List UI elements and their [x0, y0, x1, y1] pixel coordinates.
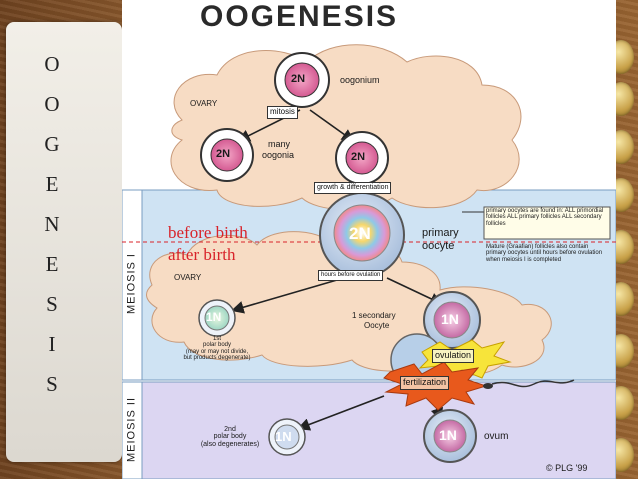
mitosis-label: mitosis: [267, 106, 298, 119]
second-polar-body-label: 2nd polar body (also degenerates): [190, 426, 270, 448]
sperm-head: [483, 383, 493, 389]
vertical-title: O O G E N E S I S: [6, 44, 98, 404]
ovulation-label: ovulation: [432, 349, 475, 363]
cell-ploidy-label: 1N: [206, 310, 222, 324]
first-polar-line-2: polar body: [202, 342, 232, 349]
meiosis-1-label: MEIOSIS I: [125, 253, 138, 314]
meiosis-2-label: MEIOSIS II: [125, 397, 138, 463]
oogonium-nucleus: [284, 62, 320, 98]
ovum-label: ovum: [484, 431, 509, 442]
second-polar-body-nucleus: [274, 424, 300, 450]
many-oogonia-label-1: many: [268, 139, 291, 149]
ovary-label-top: OVARY: [190, 99, 218, 108]
meiosis-2-band: [122, 381, 616, 479]
title-letter: N: [44, 212, 60, 236]
diagram-title: OOGENESIS: [200, 0, 399, 33]
second-polar-line-1: 2nd: [224, 426, 236, 433]
title-letter: O: [44, 92, 60, 116]
diagram-slide: OOGENESIS 2N oogonium OVARY mitosis 2N 2…: [122, 0, 616, 479]
title-letter: G: [44, 132, 60, 156]
secondary-oocyte-nucleus: [433, 301, 471, 339]
second-polar-line-2: polar body: [213, 433, 247, 441]
title-letter: S: [46, 292, 58, 316]
first-polar-body-label: 1st polar body (may or may not divide, b…: [152, 336, 282, 361]
primary-oocyte-label-2: oocyte: [422, 240, 455, 252]
copyright-label: © PLG '99: [546, 463, 588, 473]
primary-note-box: [483, 206, 611, 240]
ovary-label-bottom: OVARY: [174, 273, 202, 282]
first-polar-body-nucleus: [204, 305, 230, 331]
meiosis-2-label-strip: [122, 381, 143, 479]
meiosis-1-label-strip: [122, 189, 143, 381]
cell-ploidy-label: 2N: [351, 151, 366, 163]
second-polar-line-3: (also degenerates): [200, 440, 260, 448]
title-letter: O: [44, 52, 60, 76]
cell-ploidy-label: 2N: [349, 224, 371, 243]
oogonium-label: oogonium: [340, 75, 380, 85]
arrow: [386, 277, 443, 305]
first-polar-line-3: (may or may not divide,: [185, 348, 249, 355]
oogonia-nucleus: [345, 141, 379, 175]
growth-label: growth & differentiation: [314, 182, 392, 194]
first-polar-line-4: but products degenerate): [183, 354, 251, 361]
first-polar-line-1: 1st: [212, 336, 221, 342]
oogenesis-diagram: [122, 44, 616, 479]
hours-before-label: hours before ovulation: [318, 270, 384, 281]
primary-note: primary oocytes are found in: ALL primor…: [486, 208, 604, 227]
cell-ploidy-label: 1N: [439, 427, 457, 443]
arrow: [309, 109, 355, 142]
arrow: [230, 279, 338, 314]
after-birth-label: after birth: [168, 245, 236, 264]
ovum-nucleus: [433, 419, 467, 453]
title-letter: E: [45, 252, 59, 276]
oogonia-nucleus: [210, 138, 244, 172]
title-letter: E: [45, 172, 59, 196]
secondary-oocyte-label-2: Oocyte: [364, 321, 390, 330]
fertilization-label: fertilization: [400, 376, 450, 390]
cell-ploidy-label: 2N: [216, 148, 231, 160]
cell-ploidy-label: 1N: [275, 429, 292, 444]
cell-ploidy-label: 1N: [441, 311, 459, 327]
cell-ploidy-label: 2N: [291, 73, 306, 85]
side-title-panel: O O G E N E S I S: [6, 22, 122, 462]
mature-follicle-note: Mature (Graafian) follicles also contain…: [486, 244, 603, 263]
secondary-oocyte-label-1: 1 secondary: [352, 311, 396, 320]
before-birth-label: before birth: [168, 223, 248, 242]
arrow: [297, 395, 385, 431]
primary-oocyte-label-1: primary: [422, 227, 459, 239]
title-letter: I: [48, 332, 56, 356]
primary-oocyte-nucleus: [333, 204, 391, 262]
sperm-tail: [491, 379, 575, 388]
many-oogonia-label-2: oogonia: [262, 150, 295, 160]
title-letter: S: [46, 372, 58, 396]
